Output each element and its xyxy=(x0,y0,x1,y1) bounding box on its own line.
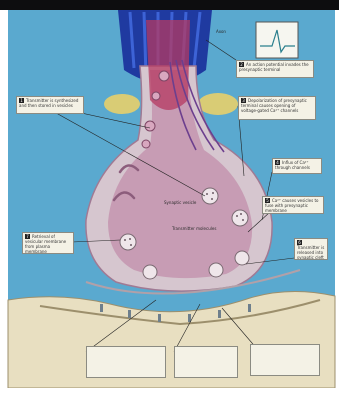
callout-text: Ca²⁺ causes vesicles to fuse with presyn… xyxy=(265,198,318,213)
label-synaptic-vesicle: Synaptic vesicle xyxy=(164,200,196,205)
callout-7: 7Retrieval of vesicular membrane from pl… xyxy=(22,232,74,254)
callout-text: Transmitter is synthesized and then stor… xyxy=(19,98,78,108)
photo-bottom-margin xyxy=(0,388,339,408)
callout-text: Influx of Ca²⁺ through channels xyxy=(275,160,310,170)
synaptic-vesicle xyxy=(235,251,249,265)
label-axon: Axon xyxy=(216,29,226,34)
callout-4: 4Influx of Ca²⁺ through channels xyxy=(272,158,322,174)
glial-cell-left xyxy=(104,94,140,114)
glial-cell-right xyxy=(198,93,238,115)
callout-bottom-right xyxy=(250,344,320,376)
synaptic-vesicle xyxy=(209,263,223,277)
callout-1: 1Transmitter is synthesized and then sto… xyxy=(16,96,84,114)
label-transmitter-molecules: Transmitter molecules xyxy=(172,226,216,231)
callout-text: Retrieval of vesicular membrane from pla… xyxy=(25,234,66,254)
action-potential-inset xyxy=(256,22,298,58)
callout-bottom-center xyxy=(174,346,238,378)
axon-vesicle xyxy=(142,140,150,148)
synaptic-vesicle xyxy=(143,265,157,279)
callout-3: 3Depolarization of presynaptic terminal … xyxy=(238,96,316,120)
axon-vesicle xyxy=(159,71,169,81)
callout-5: 5Ca²⁺ causes vesicles to fuse with presy… xyxy=(262,196,324,214)
callout-bottom-left xyxy=(86,346,166,378)
synaptic-vesicle xyxy=(232,210,248,226)
callout-text: An action potential invades the presynap… xyxy=(239,62,309,72)
axon-vesicle xyxy=(152,92,160,100)
callout-text: Depolarization of presynaptic terminal c… xyxy=(241,98,307,113)
axon-vesicle xyxy=(145,121,155,131)
callout-6: 6Transmitter is released into synaptic c… xyxy=(294,238,328,260)
synaptic-vesicle xyxy=(120,234,136,250)
callout-2: 2An action potential invades the presyna… xyxy=(236,60,314,78)
callout-text: Transmitter is released into synaptic cl… xyxy=(297,245,324,260)
